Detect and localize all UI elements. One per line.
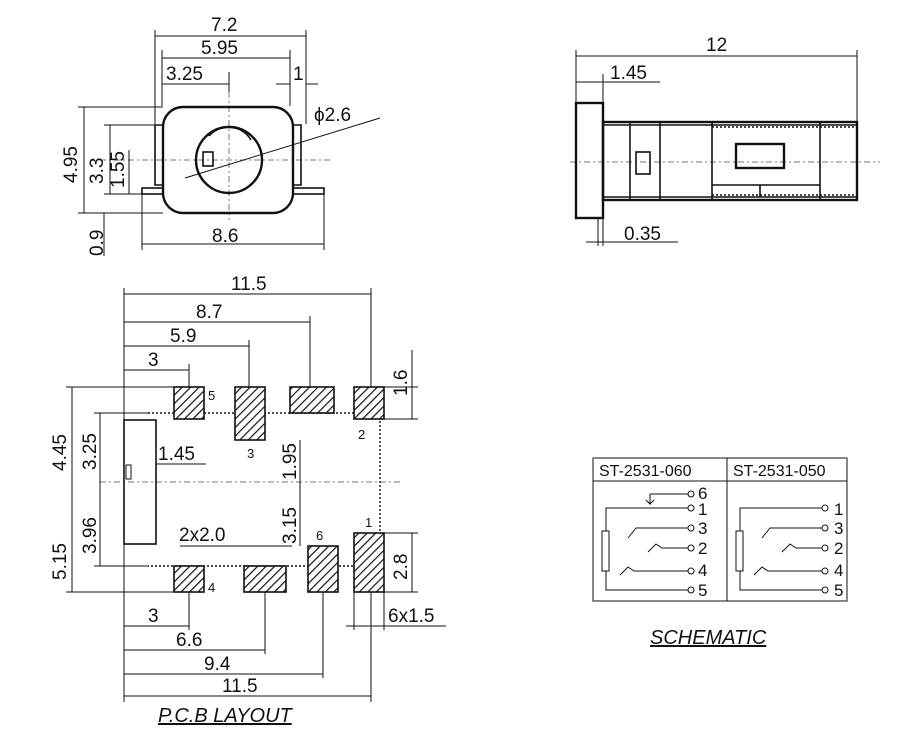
schematic: ST-2531-060 ST-2531-050 6 1 3 2 4 5 [592,457,848,649]
pad-4 [173,565,205,593]
pin-label-1: 1 [365,515,372,530]
side-step [712,184,820,197]
dim-diameter: ϕ2.6 [314,105,351,126]
pad-top-mid [289,386,335,414]
dim-pcb-bottom-94: 9.4 [204,654,231,675]
pcb-body-notch [125,464,132,480]
dim-pcb-right-pad-height: 2.8 [391,554,412,580]
schematic-050-graphic: 1 3 2 4 5 [735,500,843,600]
dim-pcb-left-lower: 5.15 [50,543,71,580]
jack-hole-inner-arc [208,126,252,141]
schematic-060-pin-2: 2 [698,539,707,558]
pad-2 [353,386,385,420]
dim-pcb-body-offset: 1.45 [158,444,195,465]
schematic-060-pin-1: 1 [698,500,707,519]
schematic-col-050: ST-2531-050 [733,463,826,480]
schematic-050-pin-5: 5 [834,581,843,600]
side-window-small [635,151,651,175]
jack-body-outline [161,105,295,215]
dim-pcb-pad-height: 1.6 [391,370,412,396]
dim-base-width: 8.6 [212,226,238,247]
dim-pcb-mid-upper: 1.95 [280,443,301,480]
schematic-060-arrow [645,494,655,506]
side-body [601,120,859,202]
schematic-050-pin-3: 3 [834,519,843,538]
dim-pcb-59: 5.9 [170,326,196,347]
pcb-layout: 5 2 3 6 1 4 11.5 8.7 5.9 3 1.6 4.45 5.15 [50,274,446,727]
dim-pcb-left-upper: 4.45 [50,434,71,471]
left-base-leg [141,187,164,195]
pin-label-2: 2 [358,427,365,442]
pin-label-4: 4 [208,580,215,595]
pin-label-5: 5 [208,388,215,403]
left-side-tab [154,124,163,186]
schematic-060-pin-5: 5 [698,581,707,600]
right-base-leg [292,187,325,195]
dim-width-right: 1 [293,64,304,85]
dim-pcb-3-top: 3 [148,350,159,371]
dim-width-total: 7.2 [211,15,237,36]
schematic-050-pin-1: 1 [834,500,843,519]
pin-label-6: 6 [316,528,323,543]
pad-1 [353,532,385,593]
dim-side-offset: 0.35 [624,224,661,245]
dim-pcb-mid-lower: 3.15 [280,507,301,544]
dim-height-mid: 3.3 [87,158,108,184]
dim-pcb-bottom-66: 6.6 [176,630,202,651]
dim-pcb-87: 8.7 [196,302,222,323]
pad-3 [234,386,266,441]
schematic-060-pin-4: 4 [698,561,707,580]
right-side-tab [293,124,302,186]
schematic-table [592,457,848,602]
dim-height-low: 1.55 [108,151,129,188]
dim-width-left: 3.25 [166,64,203,85]
side-view: 12 1.45 0.35 [570,35,880,246]
jack-hole-contact [202,151,214,167]
pad-5 [173,386,205,420]
side-flange [574,101,605,220]
dim-pcb-left-lower-inner: 3.96 [80,517,101,554]
dim-height-base: 0.9 [87,230,108,256]
pad-bottom-mid [243,565,287,593]
dim-pcb-pad-size: 2x2.0 [179,525,225,546]
dim-pcb-left-upper-inner: 3.25 [80,433,101,470]
schematic-title: SCHEMATIC [650,627,767,649]
schematic-col-060: ST-2531-060 [599,463,692,480]
pcb-layout-title: P.C.B LAYOUT [158,705,294,727]
dim-pcb-right-pad-width: 6x1.5 [388,606,434,627]
schematic-060-pin-6: 6 [698,484,707,503]
dim-side-flange: 1.45 [610,63,647,84]
dim-side-length: 12 [706,35,727,56]
schematic-050-pin-4: 4 [834,561,843,580]
schematic-050-pin-2: 2 [834,539,843,558]
dim-pcb-bottom-total: 11.5 [222,676,258,697]
side-window-large [734,142,786,170]
diameter-leader [184,117,381,179]
dim-height-total: 4.95 [61,146,82,183]
dim-pcb-top-total: 11.5 [231,274,267,295]
front-view: ϕ2.6 7.2 5.95 3.25 1 4.95 3.3 1.55 0.9 [61,15,381,256]
schematic-060-graphic: 6 1 3 2 4 5 [601,484,707,600]
schematic-060-pin-3: 3 [698,519,707,538]
dim-pcb-bottom-3: 3 [148,606,159,627]
pad-6 [307,545,339,593]
dim-width-inner: 5.95 [201,38,238,59]
pin-label-3: 3 [247,446,254,461]
pcb-body-outline [123,419,157,545]
